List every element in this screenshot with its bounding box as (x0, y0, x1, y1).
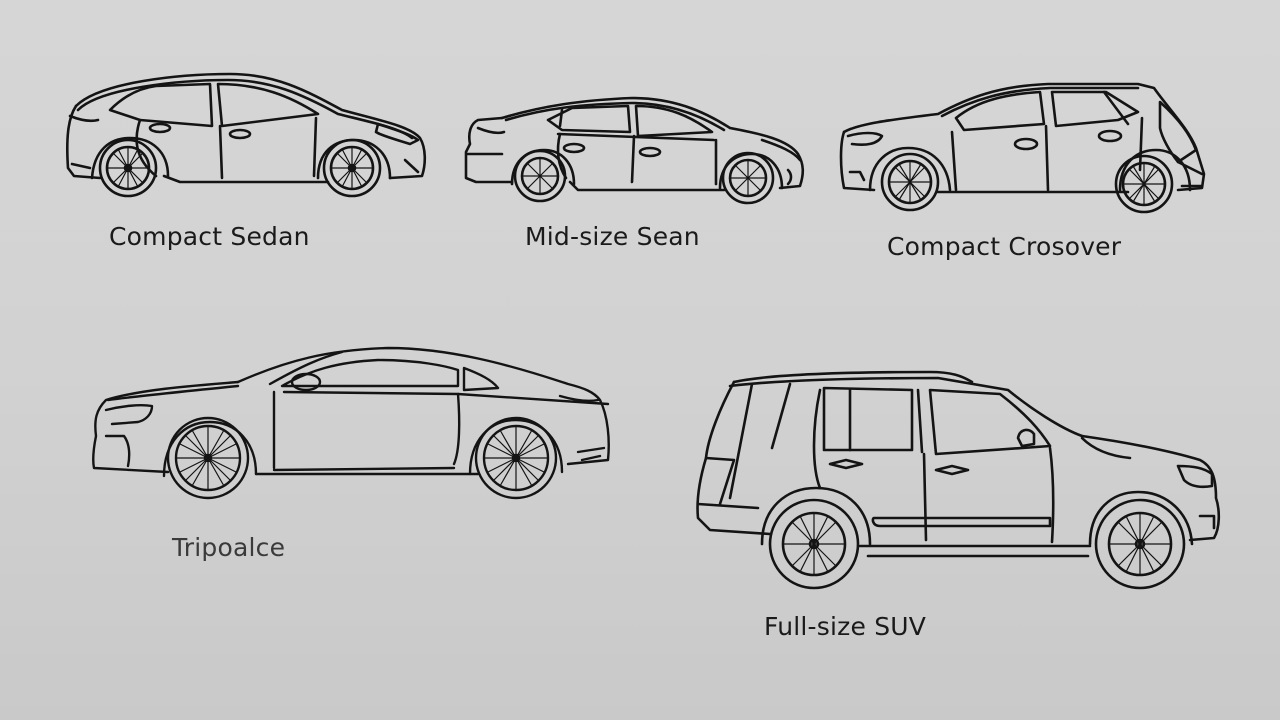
full-size-suv-illustration (690, 368, 1236, 590)
compact-sedan-illustration (60, 68, 430, 200)
coupe-illustration (88, 340, 616, 504)
compact-crossover-illustration (838, 78, 1210, 216)
vehicle-label-mid-size-sedan: Mid-size Sean (525, 222, 700, 251)
mid-size-sedan-illustration (462, 94, 807, 205)
vehicle-label-full-size-suv: Full-size SUV (764, 612, 927, 641)
vehicle-label-compact-crossover: Compact Crosover (887, 232, 1122, 261)
vehicle-label-compact-sedan: Compact Sedan (109, 222, 310, 251)
vehicle-label-coupe: Tripoalce (172, 533, 286, 562)
